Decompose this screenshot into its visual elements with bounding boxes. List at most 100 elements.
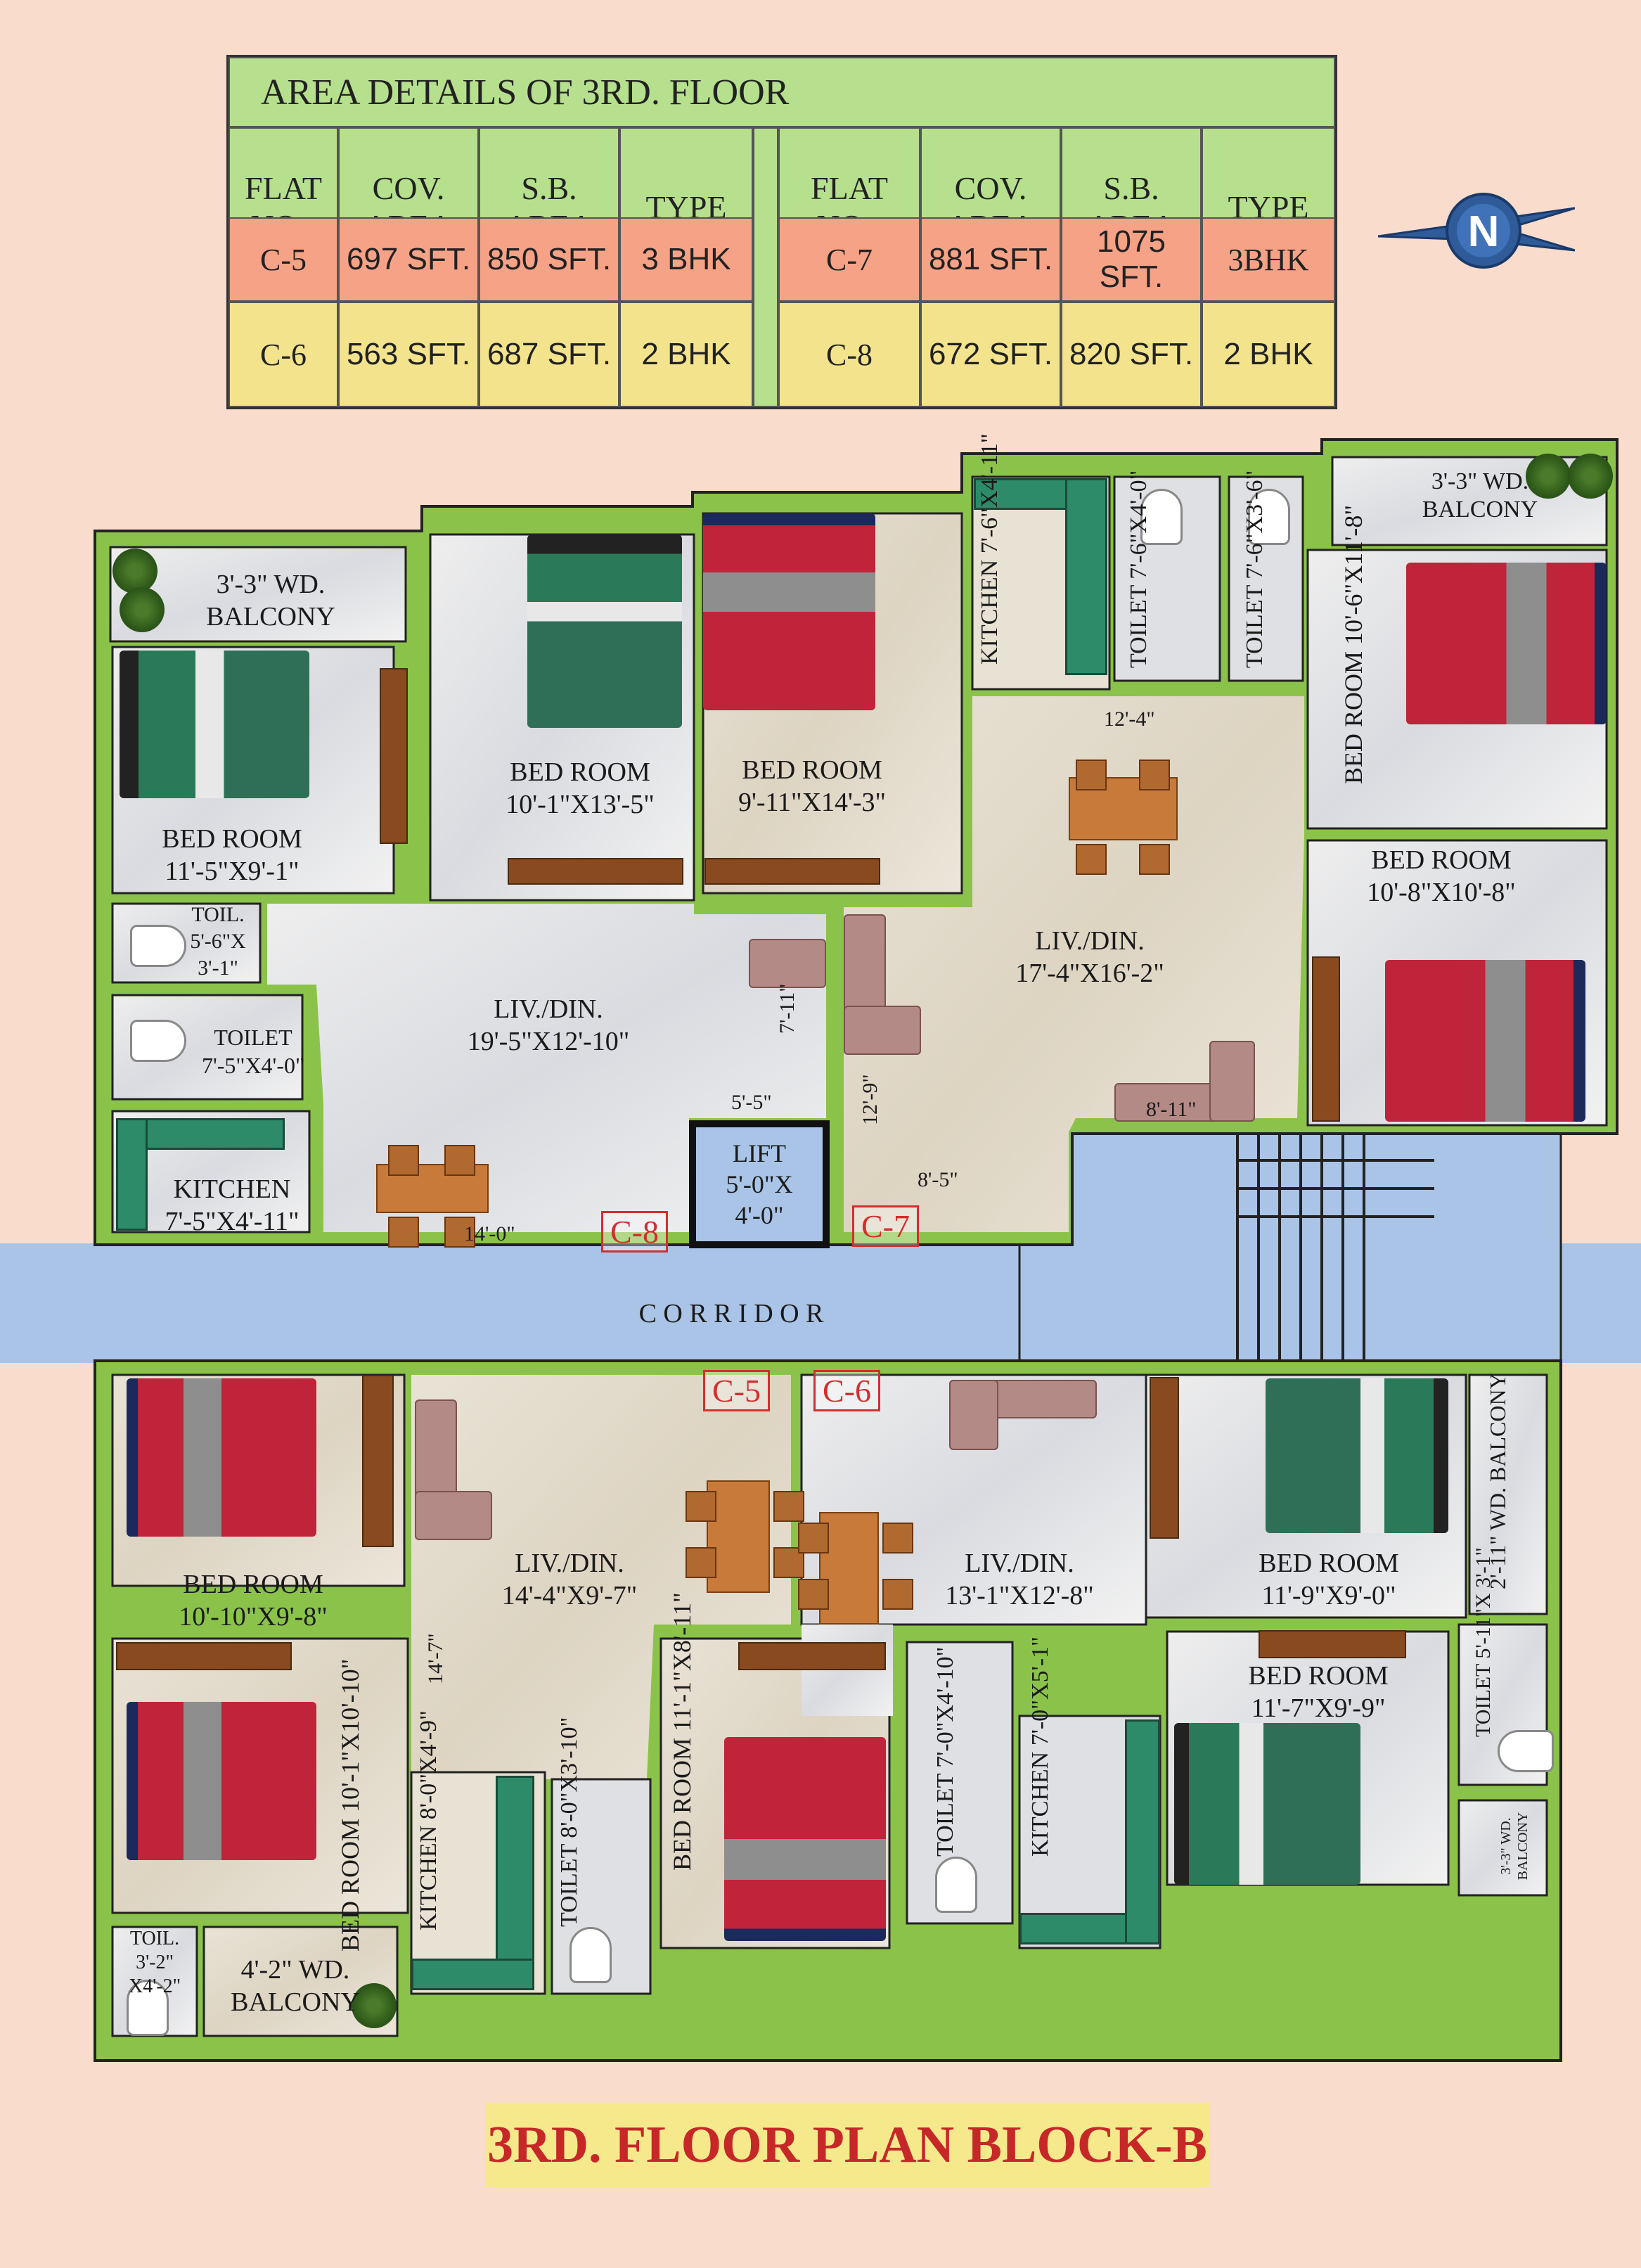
chair (1139, 844, 1170, 875)
plant-icon (120, 587, 165, 632)
chair (686, 1547, 716, 1578)
c6-sb: 687 SFT. (479, 302, 619, 407)
chair (444, 1145, 475, 1176)
toilet-icon (1140, 489, 1183, 545)
wardrobe (704, 858, 880, 885)
sofa (749, 939, 826, 988)
north-label: N (1468, 207, 1500, 256)
chair (1076, 760, 1107, 790)
c5-type: 3 BHK (619, 217, 753, 302)
c8-dim-711: 7'-11" (776, 983, 799, 1034)
toilet-icon (935, 1857, 977, 1913)
c7-bedroom2-label: BED ROOM 10'-6"X11'-8" (1339, 504, 1368, 784)
wardrobe (1312, 956, 1340, 1122)
lift-shaft (689, 1120, 830, 1248)
area-details-table: AREA DETAILS OF 3RD. FLOOR FLAT NO.- COV… (226, 55, 1337, 409)
chair (773, 1491, 804, 1522)
bed-icon (703, 513, 875, 710)
chair (388, 1217, 419, 1248)
plant-icon (1526, 454, 1571, 499)
c5-kitchen-label: KITCHEN 8'-0"X4'-9" (416, 1710, 442, 1930)
chair (798, 1579, 829, 1610)
chair (882, 1579, 913, 1610)
bed-icon (127, 1702, 316, 1860)
toilet-icon (127, 1980, 169, 2036)
wardrobe (1259, 1630, 1406, 1658)
bed-icon (1385, 960, 1585, 1122)
dining-table (819, 1512, 879, 1625)
flat-tag-c6: C-6 (813, 1370, 880, 1411)
bed-icon (527, 534, 682, 728)
c5-sb: 850 SFT. (479, 217, 619, 302)
c8-cov: 672 SFT. (920, 302, 1061, 407)
chair (1139, 760, 1170, 790)
toilet-icon (130, 1020, 186, 1062)
c5-liv-label: LIV./DIN.14'-4"X9'-7" (501, 1549, 638, 1610)
wardrobe (1150, 1377, 1179, 1539)
wardrobe (380, 668, 408, 844)
table-title: AREA DETAILS OF 3RD. FLOOR (229, 57, 1335, 127)
chair (882, 1523, 913, 1553)
c7-cov: 881 SFT. (920, 217, 1061, 302)
c7-dim-124: 12'-4" (1104, 707, 1155, 731)
c5-toilet-label: TOILET 8'-0"X3'-10" (556, 1717, 582, 1927)
c7-sb: 1075 SFT. (1061, 217, 1202, 302)
sofa (844, 1006, 921, 1055)
c5-toil-label: TOIL.3'-2"X4'-2" (128, 1928, 181, 1997)
c8-sb: 820 SFT. (1061, 302, 1202, 407)
c6-flat: C-6 (229, 302, 338, 407)
c7-kitchen-label: KITCHEN 7'-6"X4'-11" (977, 433, 1003, 665)
flat-tag-c7: C-7 (852, 1205, 919, 1247)
kitchen-counter (1065, 478, 1107, 675)
c7-toilet1-label: TOILET 7'-6"X4'-0" (1126, 470, 1152, 668)
wardrobe (508, 858, 683, 885)
plant-icon (112, 549, 157, 594)
chair (388, 1145, 419, 1176)
c6-kitchen-label: KITCHEN 7'-0"X5'-1" (1027, 1636, 1053, 1857)
bed-icon (1174, 1723, 1360, 1885)
c7-flat: C-7 (778, 217, 920, 302)
sofa (1209, 1041, 1255, 1122)
toilet-icon (569, 1927, 612, 1983)
c6-liv-label: LIV./DIN.13'-1"X12'-8" (945, 1549, 1094, 1610)
toilet-icon (1248, 489, 1290, 545)
sofa (415, 1491, 492, 1540)
chair (686, 1491, 716, 1522)
c8-type: 2 BHK (1202, 302, 1335, 407)
north-arrow-icon: N (1378, 193, 1575, 269)
plant-icon (1568, 454, 1613, 499)
wardrobe (362, 1375, 394, 1547)
c6-toilet2-label: TOILET 5'-11"X 3'-1" (1472, 1547, 1495, 1737)
c7-dim-129: 12'-9" (858, 1074, 882, 1125)
kitchen-counter (411, 1959, 534, 1990)
c8-flat: C-8 (778, 302, 920, 407)
chair (444, 1217, 475, 1248)
c7-balcony-label: 3'-3" WD.BALCONY (1422, 468, 1538, 523)
c6-toilet1-label: TOILET 7'-0"X4'-10" (932, 1646, 958, 1857)
plant-icon (352, 1983, 397, 2028)
c5-dim-147: 14'-7" (424, 1633, 447, 1684)
c7-dim-811: 8'-11" (1146, 1098, 1197, 1121)
c6-cov: 563 SFT. (338, 302, 479, 407)
c5-bedroom2-label: BED ROOM 10'-1"X10'-10" (336, 1658, 364, 1952)
table-spacer (753, 127, 778, 407)
c5-cov: 697 SFT. (338, 217, 479, 302)
c8-liv-label: LIV./DIN.19'-5"X12'-10" (467, 994, 630, 1056)
kitchen-counter (116, 1118, 148, 1231)
dining-table (707, 1480, 770, 1593)
footer-title: 3RD. FLOOR PLAN BLOCK-B (485, 2103, 1209, 2187)
chair (798, 1523, 829, 1553)
c7-liv-label: LIV./DIN.17'-4"X16'-2" (1015, 926, 1164, 988)
kitchen-counter (1125, 1719, 1160, 1945)
c6-balcony2-label: 3'-3" WD. BALCONY (1498, 1812, 1531, 1881)
staircase (1018, 1132, 1562, 1364)
